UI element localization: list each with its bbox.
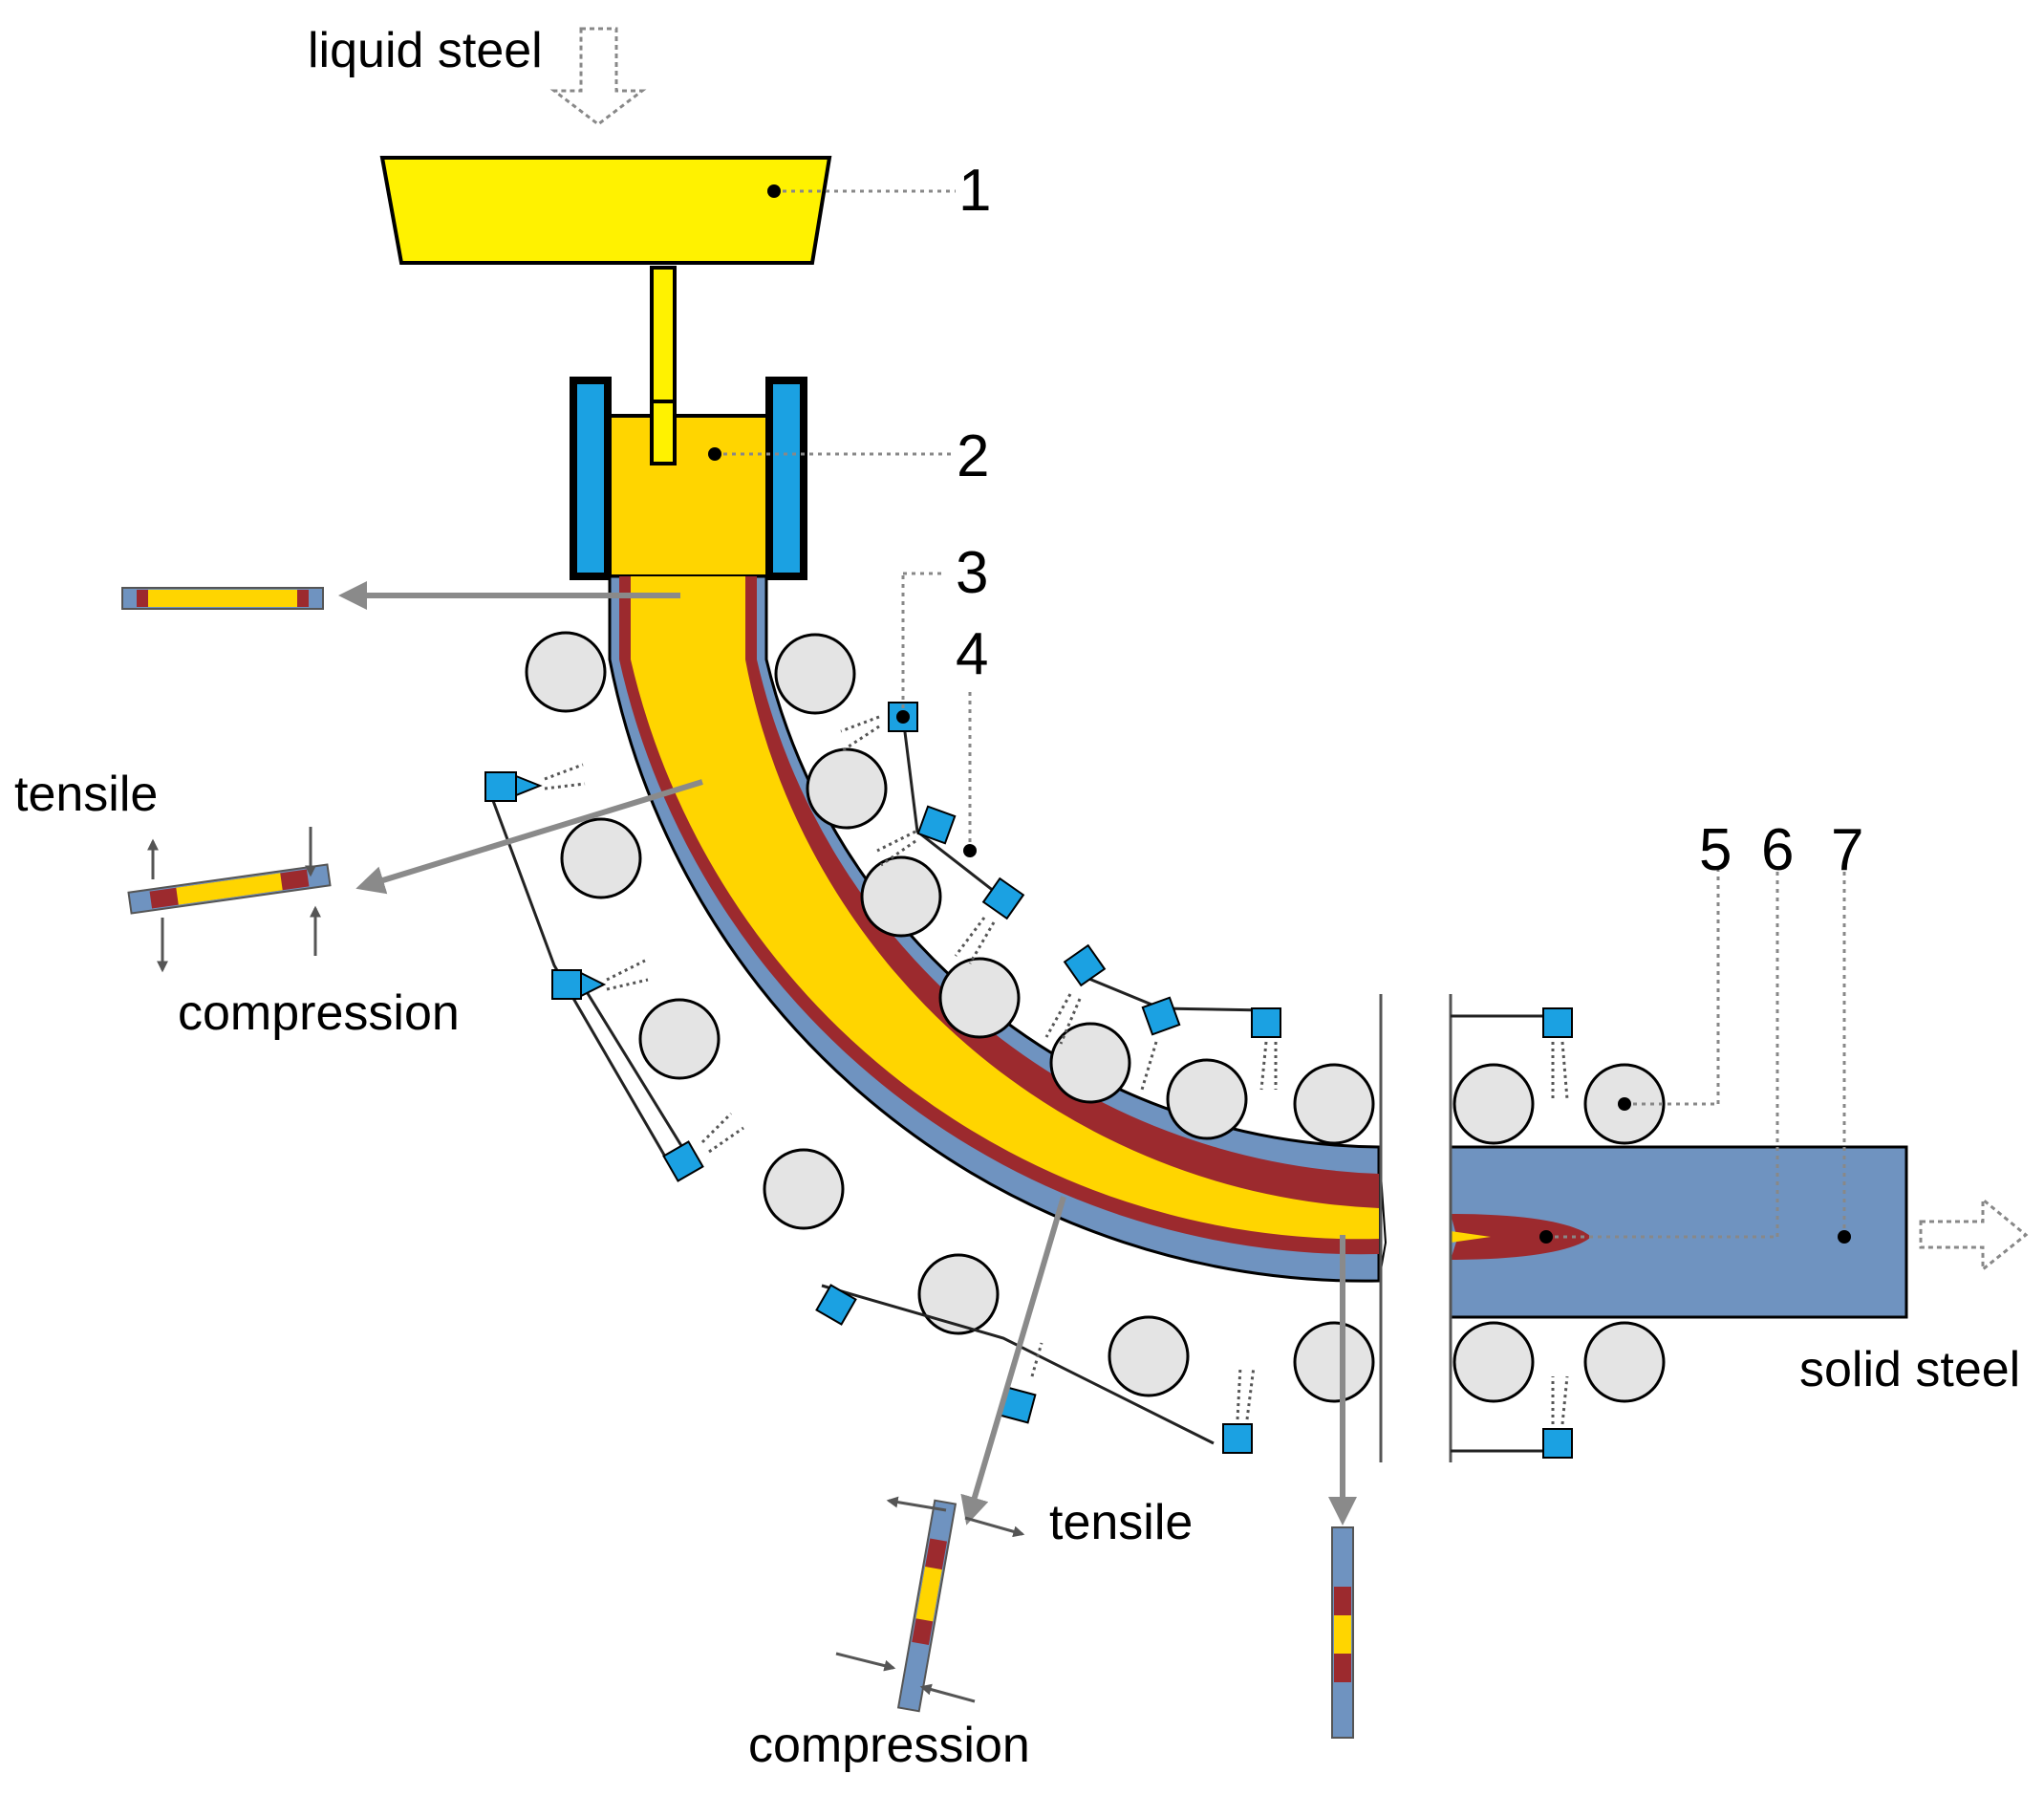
spray-header-outer (490, 797, 1215, 1445)
steel-strand (608, 574, 1908, 1319)
roller (860, 855, 942, 938)
roller (1166, 1058, 1248, 1140)
solid-steel-label: solid steel (1799, 1342, 2020, 1397)
roller (917, 1253, 1000, 1335)
spray-nozzle (1063, 943, 1107, 987)
solid-steel-outflow-arrow (1919, 1196, 2029, 1273)
roller (1293, 1063, 1375, 1145)
spray-nozzle (662, 1140, 704, 1182)
liquid-core (631, 576, 1379, 1240)
cross-section-straightened (1331, 1526, 1354, 1739)
roller (1452, 1063, 1535, 1145)
compression-label-left: compression (178, 985, 460, 1041)
spray-nozzles (484, 702, 1573, 1459)
tensile-label-bottom: tensile (1049, 1495, 1193, 1550)
tundish (379, 156, 832, 265)
spray-nozzle (1542, 1007, 1573, 1038)
callout-2-mold: 2 (957, 423, 989, 489)
callout-7-solid-slab: 7 (1831, 817, 1863, 883)
cross-section-mold-exit (121, 587, 324, 610)
roller (638, 998, 721, 1080)
spray-nozzle (1222, 1423, 1253, 1454)
spray-nozzle (1542, 1428, 1573, 1459)
spray-nozzle (1141, 996, 1181, 1036)
cross-section-curved (896, 1499, 957, 1713)
support-rollers (525, 631, 1666, 1403)
spray-nozzle (551, 969, 582, 1000)
callout-leaders (715, 189, 1846, 1239)
callout-3-spray-nozzle: 3 (956, 540, 988, 606)
spray-header-inner (901, 716, 1558, 1453)
tensile-label-left: tensile (14, 767, 158, 822)
section-arrows (338, 581, 1357, 1526)
compression-label-bottom: compression (748, 1718, 1030, 1773)
callout-1-tundish: 1 (958, 158, 991, 224)
liquid-steel-inflow-arrow (549, 27, 647, 126)
roller (1108, 1315, 1190, 1397)
stress-arrows (147, 827, 1025, 1703)
roller (525, 631, 607, 713)
spray-nozzle (981, 876, 1025, 920)
final-liquid-pool (1451, 1214, 1591, 1260)
roller (1049, 1022, 1131, 1104)
mold (570, 377, 807, 580)
spray-nozzle (815, 1284, 857, 1326)
mold-right-wall (765, 377, 807, 580)
callout-5-roller: 5 (1699, 817, 1732, 883)
roller (560, 817, 642, 899)
roller (763, 1148, 845, 1230)
mold-left-wall (570, 377, 612, 580)
roller (806, 747, 888, 830)
callout-6-liquid-pool: 6 (1761, 817, 1794, 883)
callout-4-spray-header: 4 (956, 621, 988, 687)
cross-section-bending (127, 863, 332, 915)
liquid-steel-label: liquid steel (308, 23, 543, 78)
spray-jets (544, 715, 1569, 1425)
spray-nozzle (1251, 1007, 1281, 1038)
roller (1452, 1321, 1535, 1403)
roller (938, 957, 1021, 1039)
spray-nozzle (484, 771, 517, 802)
callout-dots (708, 184, 1851, 1244)
roller (1293, 1321, 1375, 1403)
roller (1583, 1321, 1666, 1403)
roller (774, 633, 856, 715)
spray-nozzle (916, 805, 957, 845)
